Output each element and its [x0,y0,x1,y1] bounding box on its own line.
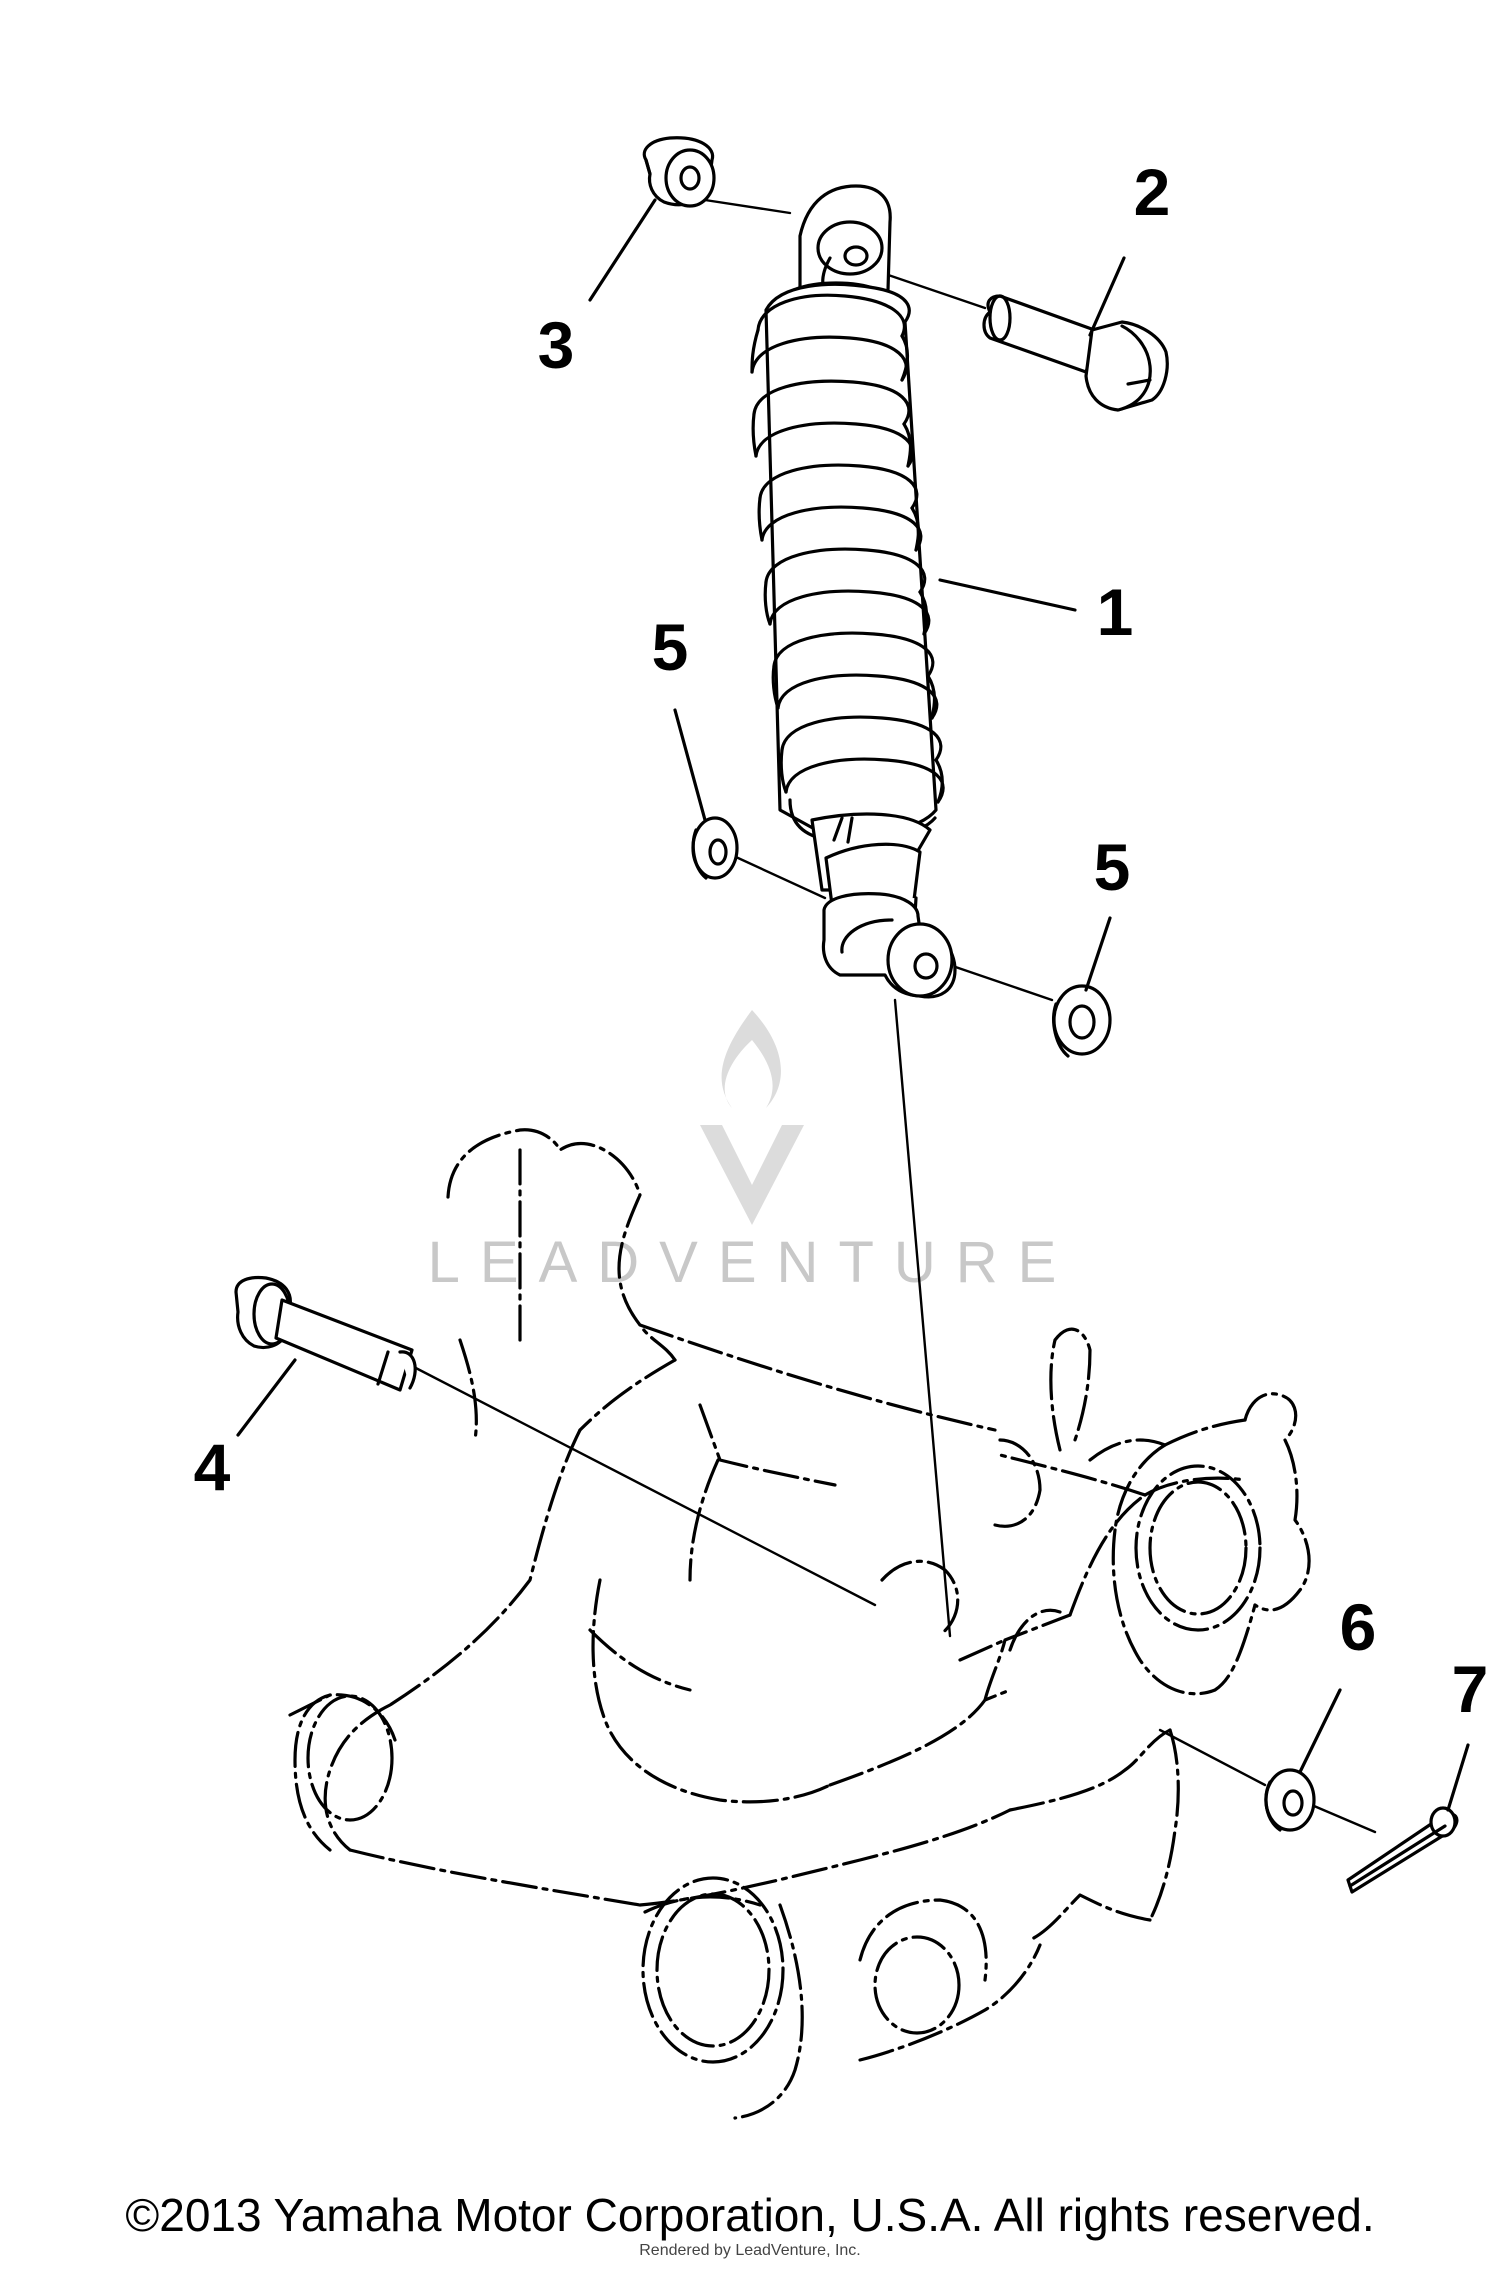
pivot-bolt [234,1275,417,1392]
callout-2: 2 [1134,155,1171,229]
leader-lines [236,198,1470,1812]
washer-upper [691,816,739,880]
callouts: 2 3 1 5 5 4 6 7 [194,155,1489,1726]
callout-5-upper: 5 [652,610,689,684]
flame-v-logo-icon [700,1010,804,1225]
callout-6: 6 [1340,1590,1377,1664]
callout-1: 1 [1097,575,1134,649]
callout-4: 4 [194,1430,231,1504]
shock-absorber [750,184,957,999]
bolt [982,294,1169,412]
watermark: LEADVENTURE [428,1010,1077,1295]
callout-5-lower: 5 [1094,830,1131,904]
watermark-text: LEADVENTURE [428,1230,1077,1295]
callout-3: 3 [538,308,575,382]
swingarm [288,1128,1311,2120]
rendered-by-notice: Rendered by LeadVenture, Inc. [639,2242,861,2259]
copyright-notice: ©2013 Yamaha Motor Corporation, U.S.A. A… [125,2189,1375,2241]
nut [642,136,716,208]
cotter-pin [1346,1806,1459,1894]
washer-swingarm [1264,1768,1316,1832]
washer-lower [1052,984,1112,1058]
callout-7: 7 [1452,1652,1489,1726]
